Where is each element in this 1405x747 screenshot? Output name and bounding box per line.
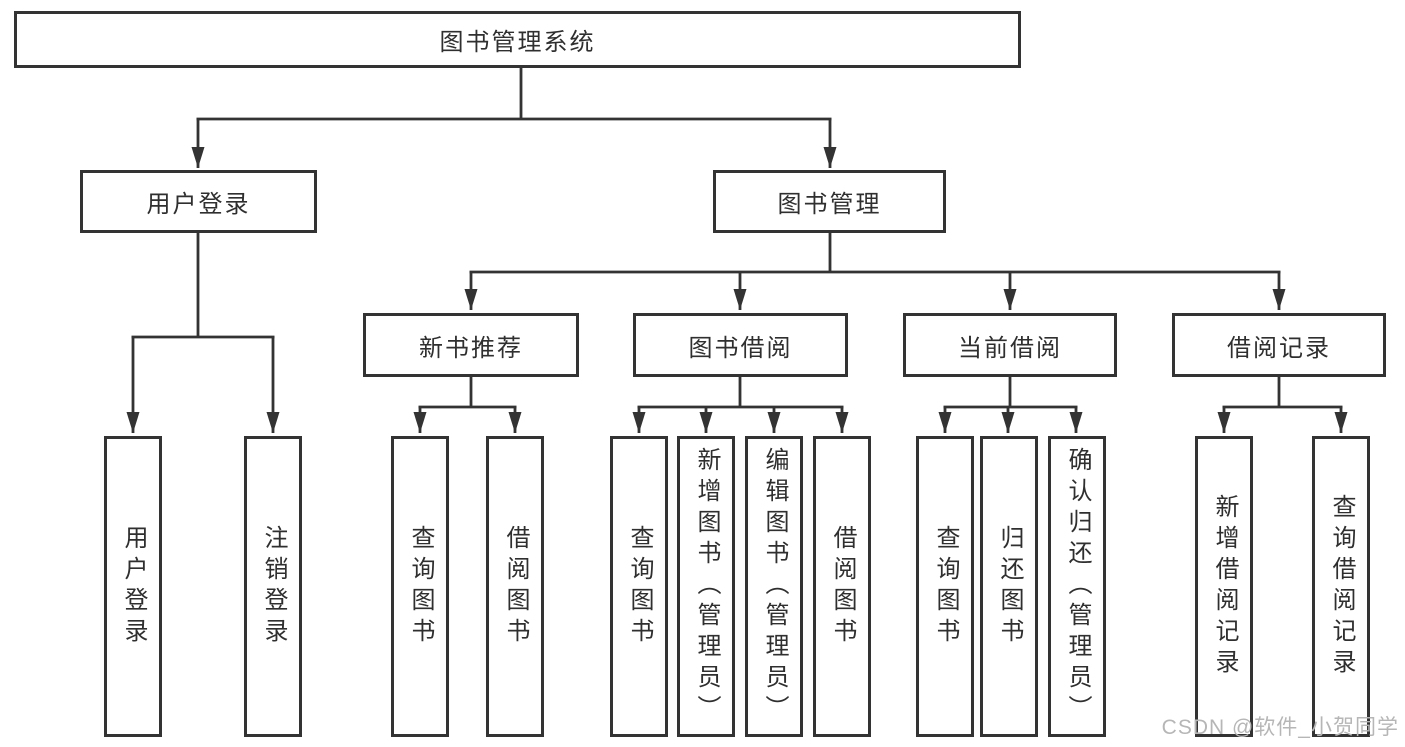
- node-new-book-recommend: 新书推荐: [363, 313, 579, 377]
- node-book-borrowing: 图书借阅: [633, 313, 848, 377]
- node-label: 用户登录: [120, 524, 147, 649]
- node-label: 查询图书: [626, 524, 653, 649]
- node-label: 借阅记录: [1227, 334, 1331, 362]
- node-label: 查询图书: [407, 524, 434, 649]
- node-label: 借阅图书: [829, 524, 856, 649]
- leaf-borrow-books-recommend: 借阅图书: [486, 436, 544, 737]
- node-label: 确认归还（管理员）: [1064, 447, 1091, 726]
- node-label: 注销登录: [260, 524, 287, 649]
- leaf-confirm-return-admin: 确认归还（管理员）: [1048, 436, 1106, 737]
- node-label: 归还图书: [996, 524, 1023, 649]
- node-label: 图书借阅: [688, 334, 793, 362]
- node-label: 用户登录: [146, 191, 251, 218]
- leaf-edit-books-admin: 编辑图书（管理员）: [745, 436, 803, 737]
- leaf-user-login: 用户登录: [104, 436, 162, 737]
- node-label: 新增借阅记录: [1211, 493, 1238, 680]
- node-book-management: 图书管理: [713, 170, 946, 233]
- node-label: 新增图书（管理员）: [693, 447, 720, 726]
- leaf-query-books-borrow: 查询图书: [610, 436, 668, 737]
- leaf-query-borrow-record: 查询借阅记录: [1312, 436, 1370, 737]
- leaf-add-books-admin: 新增图书（管理员）: [677, 436, 735, 737]
- node-label: 借阅图书: [502, 524, 529, 649]
- leaf-borrow-books: 借阅图书: [813, 436, 871, 737]
- watermark: CSDN @软件_小贺同学: [1161, 716, 1399, 739]
- node-user-login: 用户登录: [80, 170, 317, 233]
- node-label: 查询借阅记录: [1328, 493, 1355, 680]
- node-current-borrowing: 当前借阅: [903, 313, 1117, 377]
- node-label: 新书推荐: [419, 334, 523, 362]
- node-borrowing-records: 借阅记录: [1172, 313, 1386, 377]
- leaf-logout: 注销登录: [244, 436, 302, 737]
- leaf-query-books-recommend: 查询图书: [391, 436, 449, 737]
- node-label: 图书管理系统: [439, 29, 596, 56]
- leaf-return-books: 归还图书: [980, 436, 1038, 737]
- leaf-query-books-current: 查询图书: [916, 436, 974, 737]
- node-label: 编辑图书（管理员）: [761, 447, 788, 726]
- node-label: 图书管理: [777, 191, 882, 218]
- leaf-add-borrow-record: 新增借阅记录: [1195, 436, 1253, 737]
- node-label: 查询图书: [932, 524, 959, 649]
- node-library-management-system: 图书管理系统: [14, 11, 1021, 68]
- node-label: 当前借阅: [958, 334, 1062, 362]
